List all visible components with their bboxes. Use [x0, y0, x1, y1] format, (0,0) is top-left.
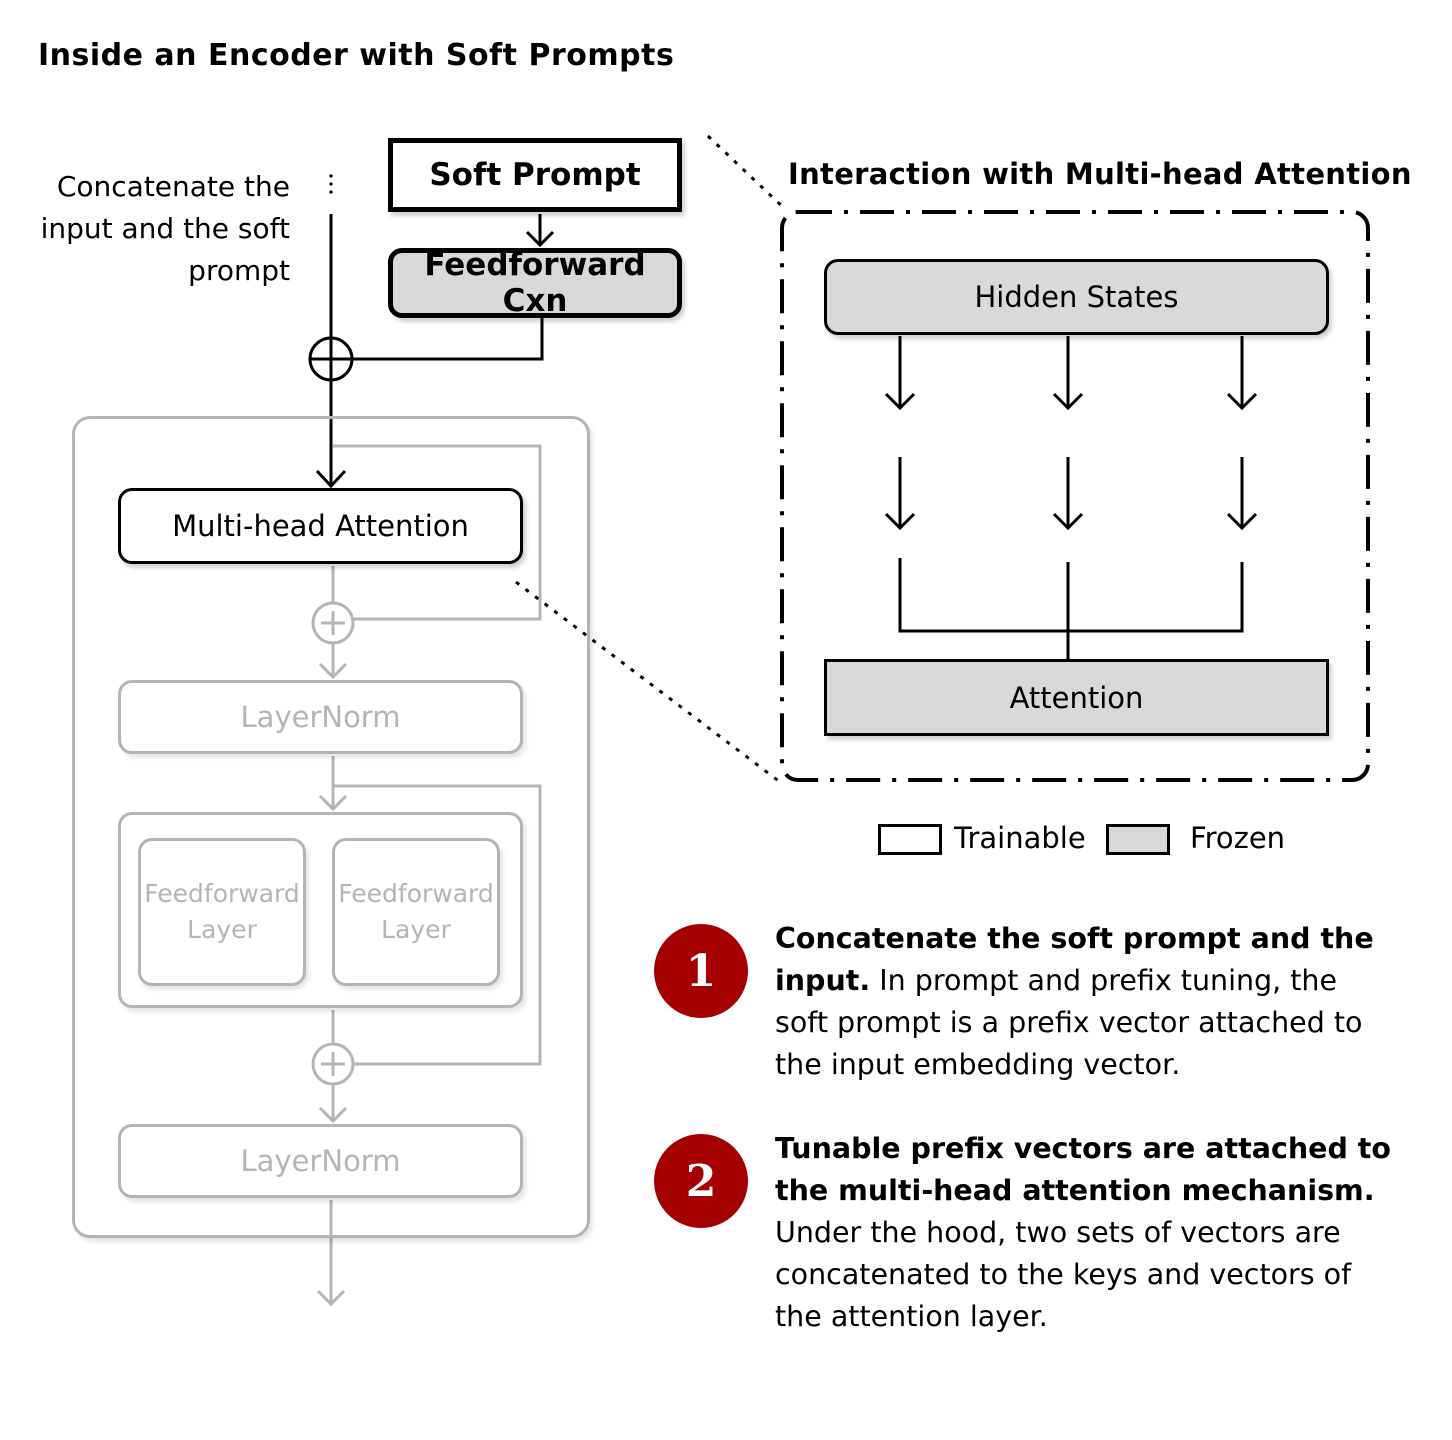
feedforward-layer-box-2: Feedforward Layer [332, 838, 500, 986]
legend-trainable-swatch [878, 824, 942, 855]
multihead-attention-box: Multi-head Attention [118, 488, 523, 564]
note-badge-2: 2 [654, 1134, 748, 1228]
residual-connections [316, 444, 542, 1307]
encoder-block [72, 416, 590, 1238]
hidden-states-box: Hidden States [824, 259, 1329, 335]
feedforward-layer-box-1: Feedforward Layer [138, 838, 306, 986]
legend-trainable-label: Trainable [954, 821, 1086, 855]
residual-plus-icon-2 [311, 1042, 355, 1086]
note-2-body: Under the hood, two sets of vectors are … [775, 1216, 1352, 1333]
interaction-title: Interaction with Multi-head Attention [788, 157, 1412, 191]
layernorm-box-1: LayerNorm [118, 680, 523, 754]
concat-plus-icon [308, 336, 354, 382]
ellipsis-dots [329, 174, 333, 194]
zoom-line-bottom [515, 580, 781, 784]
mha-input-arrowhead [315, 469, 347, 489]
residual-plus-icon-1 [311, 601, 355, 645]
legend-frozen-label: Frozen [1190, 821, 1286, 855]
interaction-frame [780, 210, 1370, 782]
note-1-heading: Concatenate the soft prompt and the inpu… [775, 922, 1374, 997]
zoom-line-top [706, 134, 788, 212]
note-2: Tunable prefix vectors are attached to t… [775, 1128, 1395, 1338]
attention-box: Attention [824, 659, 1329, 736]
legend-frozen-swatch [1106, 824, 1170, 855]
softprompt-arrowhead [525, 230, 555, 248]
note-badge-1: 1 [654, 924, 748, 1018]
page-title: Inside an Encoder with Soft Prompts [38, 38, 675, 73]
note-1-body: In prompt and prefix tuning, the soft pr… [775, 964, 1363, 1081]
concat-note: Concatenate the input and the soft promp… [40, 170, 290, 287]
feedforward-cxn-box: Feedforward Cxn [388, 247, 682, 319]
hidden-state-arrows [884, 336, 1258, 659]
note-1: Concatenate the soft prompt and the inpu… [775, 918, 1395, 1086]
soft-prompt-box: Soft Prompt [388, 138, 682, 212]
note-2-heading: Tunable prefix vectors are attached to t… [775, 1132, 1391, 1207]
layernorm-box-2: LayerNorm [118, 1124, 523, 1198]
ffcxn-to-plus-line [352, 318, 544, 361]
